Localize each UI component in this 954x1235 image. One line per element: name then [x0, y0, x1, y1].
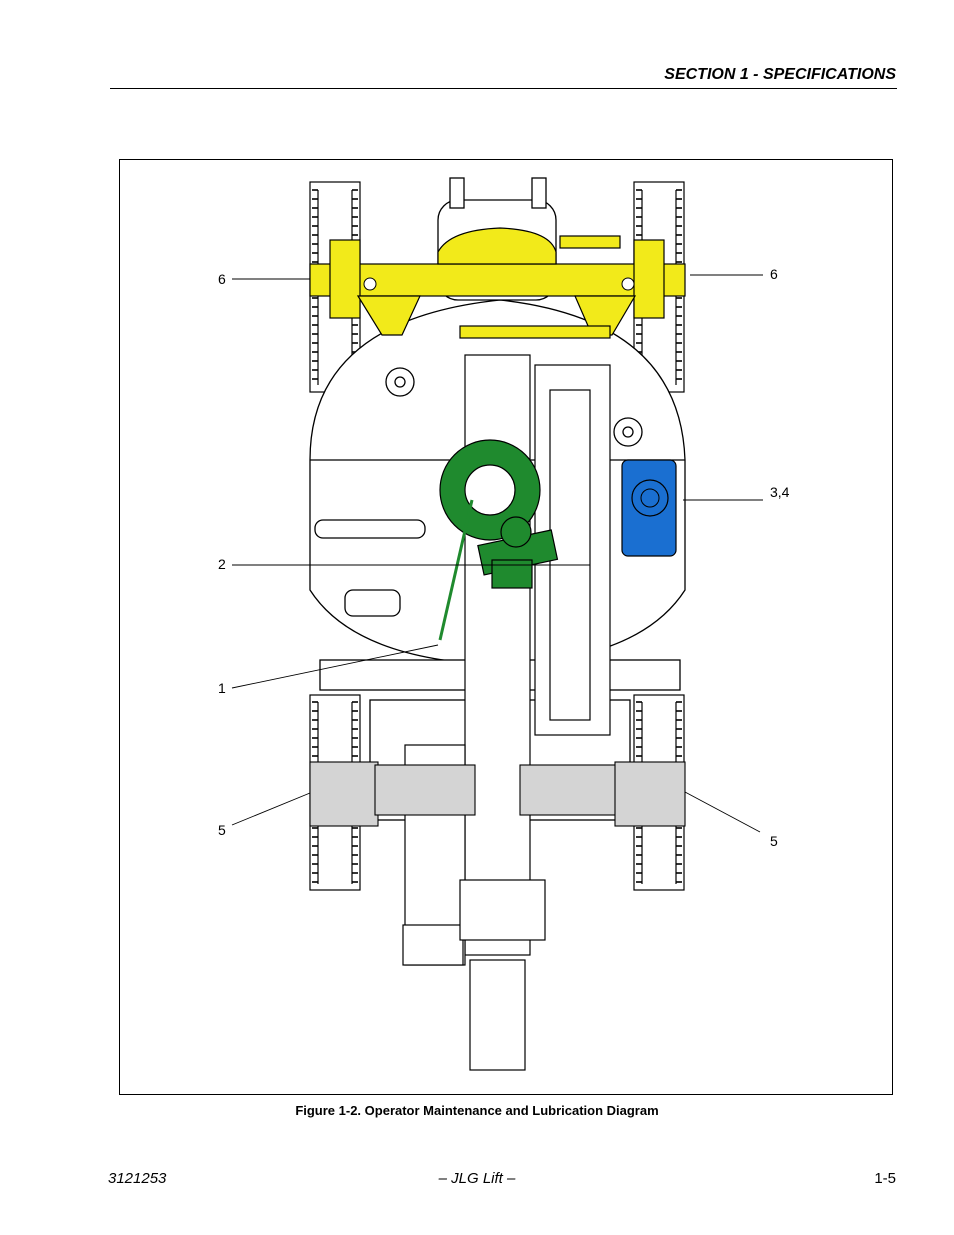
drive-hubs-highlight — [309, 761, 686, 827]
boom — [402, 354, 611, 1071]
doc-number: 3121253 — [108, 1170, 167, 1187]
callout-2: 2 — [218, 556, 226, 572]
footer-brand: – JLG Lift – — [438, 1170, 516, 1187]
callout-3-4: 3,4 — [770, 484, 790, 500]
callout-5-right: 5 — [770, 833, 778, 849]
figure-frame: 6 6 3,4 2 1 5 5 — [119, 159, 893, 1095]
figure-caption: Figure 1-2. Operator Maintenance and Lub… — [295, 1103, 659, 1118]
page-number: 1-5 — [874, 1170, 896, 1187]
callout-5-left: 5 — [218, 822, 226, 838]
callout-6-left: 6 — [218, 271, 226, 287]
section-title: SECTION 1 - SPECIFICATIONS — [664, 66, 896, 83]
callout-1: 1 — [218, 680, 226, 696]
swing-drive-highlight — [621, 459, 677, 557]
header-rule — [110, 88, 897, 89]
machine-diagram: 6 6 3,4 2 1 5 5 — [218, 177, 790, 1071]
swing-bearing-highlight — [438, 439, 559, 641]
callout-6-right: 6 — [770, 266, 778, 282]
front-axle-highlight — [309, 227, 686, 339]
